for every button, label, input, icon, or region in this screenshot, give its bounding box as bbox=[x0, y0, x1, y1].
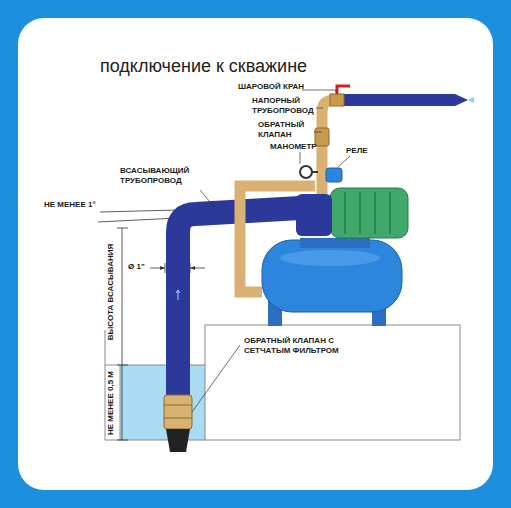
leader-lines bbox=[192, 90, 350, 412]
platform bbox=[205, 325, 460, 440]
pressure-switch bbox=[326, 168, 342, 182]
part-label: НЕ МЕНЕЕ 1° bbox=[44, 200, 124, 210]
valve-handle bbox=[337, 86, 350, 94]
part-label: ОБРАТНЫЙ КЛАПАН bbox=[258, 120, 318, 140]
dimension-label: НЕ МЕНЕЕ 0,5 М bbox=[106, 371, 116, 435]
well-water bbox=[120, 365, 205, 440]
part-label: ОБРАТНЫЙ КЛАПАН С СЕТЧАТЫМ ФИЛЬТРОМ bbox=[244, 336, 374, 356]
manometer-stem bbox=[312, 171, 318, 173]
pump-base bbox=[300, 238, 370, 248]
pressure-tank bbox=[262, 240, 402, 312]
foot-valve-rings bbox=[164, 405, 192, 418]
part-label: РЕЛЕ bbox=[346, 146, 386, 156]
foot-valve bbox=[164, 395, 192, 429]
pump-motor bbox=[330, 188, 408, 238]
outlet-tip bbox=[455, 94, 468, 106]
part-label: ШАРОВОЙ КРАН bbox=[238, 82, 308, 92]
motor-fins bbox=[345, 192, 390, 234]
part-label: МАНОМЕТР bbox=[270, 142, 330, 152]
diagram-title: подключение к скважине bbox=[100, 56, 307, 77]
tank-shine bbox=[280, 250, 380, 266]
pump-head bbox=[296, 194, 332, 236]
pressure-pipe bbox=[334, 94, 455, 106]
part-label: НАПОРНЫЙ ТРУБОПРОВОД bbox=[252, 96, 322, 116]
flow-arrow bbox=[176, 290, 180, 300]
white-panel bbox=[18, 18, 493, 490]
mesh-filter bbox=[166, 429, 190, 452]
check-valve bbox=[315, 128, 329, 146]
water-jet bbox=[468, 97, 474, 103]
part-label: ВСАСЫВАЮЩИЙ ТРУБОПРОВОД bbox=[120, 166, 210, 186]
ball-valve bbox=[330, 94, 344, 106]
part-label: Ø 1" bbox=[128, 262, 150, 272]
dimension-label: ВЫСОТА ВСАСЫВАНИЯ bbox=[106, 244, 116, 340]
manometer bbox=[300, 166, 312, 178]
